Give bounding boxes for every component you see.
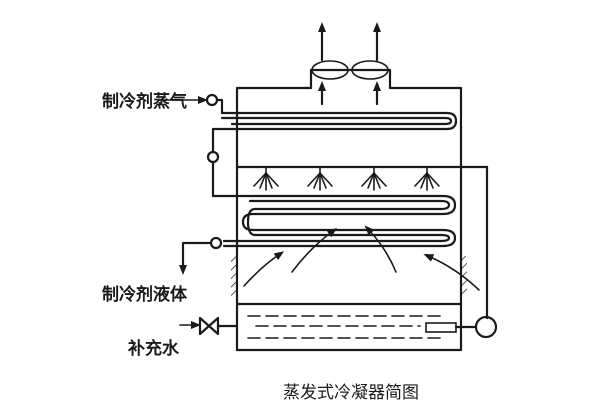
upper-coil — [220, 111, 458, 131]
pump-strainer — [425, 322, 457, 333]
spray-nozzle-icon — [414, 166, 440, 191]
refrigerant-vapor-inlet — [159, 93, 224, 115]
condenser-housing — [235, 68, 463, 352]
spray-nozzle-icon — [361, 166, 387, 191]
lower-coil — [222, 194, 457, 248]
water-basin — [235, 302, 463, 339]
spray-nozzle-icon — [253, 166, 279, 191]
exhaust-air-arrows — [318, 22, 381, 106]
diagram-caption: 蒸发式冷凝器简图 — [283, 383, 419, 403]
fan-icon — [311, 60, 389, 80]
refrigerant-liquid-outlet — [179, 236, 223, 275]
connecting-pipe — [206, 127, 239, 198]
label-makeup-water: 补充水 — [127, 338, 180, 359]
spray-nozzle-icon — [307, 166, 333, 191]
airflow-arrows — [243, 225, 480, 291]
air-inlet-louver-left — [231, 256, 237, 296]
valve-icon — [198, 316, 220, 336]
label-refrigerant-vapor: 制冷剂蒸气 — [102, 91, 187, 112]
circulation-pump — [474, 315, 498, 339]
spray-nozzles — [253, 166, 440, 191]
spray-header — [235, 165, 489, 320]
air-inlet-louver-right — [461, 256, 467, 296]
label-refrigerant-liquid: 制冷剂液体 — [102, 284, 188, 305]
makeup-water-line — [179, 316, 239, 336]
